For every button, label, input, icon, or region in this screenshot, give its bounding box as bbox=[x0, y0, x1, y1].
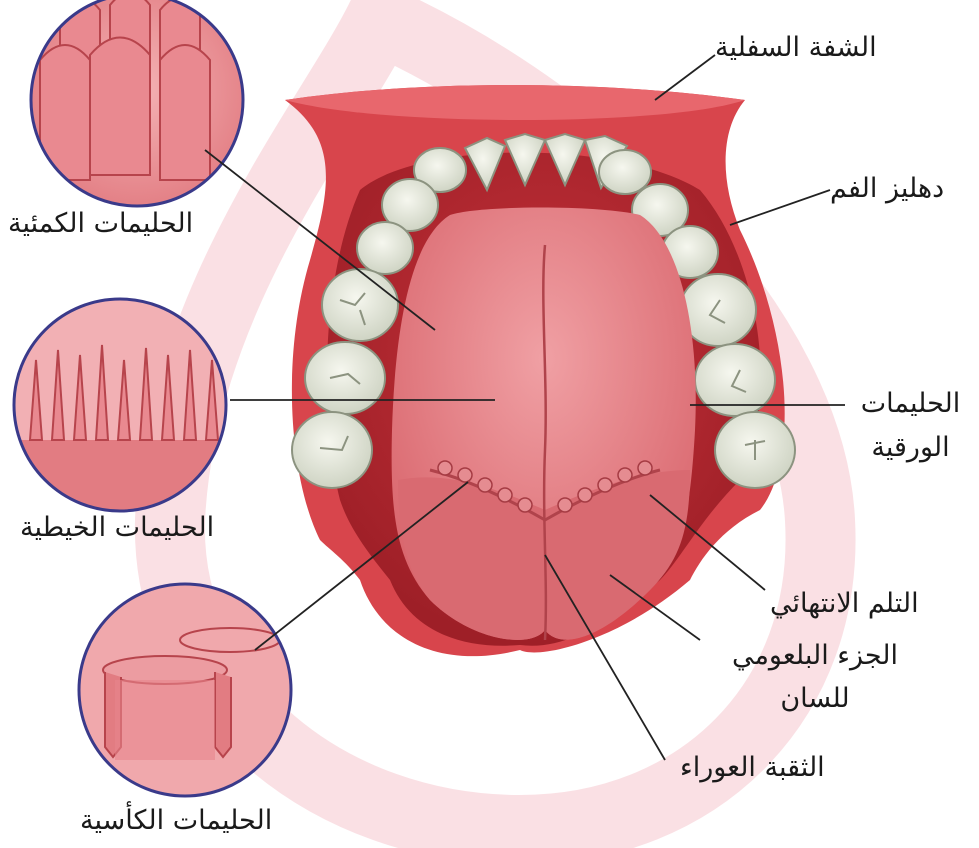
label-fungiform: الحليمات الكمئية bbox=[8, 208, 193, 239]
label-foramen-cecum: الثقبة العوراء bbox=[680, 752, 825, 783]
label-filiform: الحليمات الخيطية bbox=[20, 512, 214, 543]
label-vestibule: دهليز الفم bbox=[830, 173, 944, 204]
leader-vestibule bbox=[730, 190, 830, 225]
fungiform-papillae-inset bbox=[31, 0, 243, 206]
circumvallate-papillae-inset bbox=[79, 584, 291, 796]
label-terminal-sulcus: التلم الانتهائي bbox=[770, 588, 919, 619]
label-pharyngeal-line1: الجزء البلعومي bbox=[700, 640, 930, 671]
label-lower-lip: الشفة السفلية bbox=[715, 32, 877, 63]
label-circumvallate: الحليمات الكأسية bbox=[80, 805, 272, 836]
label-foliate-line1: الحليمات bbox=[848, 388, 973, 419]
label-foliate-line2: الورقية bbox=[848, 432, 973, 463]
label-pharyngeal-line2: للسان bbox=[700, 683, 930, 714]
